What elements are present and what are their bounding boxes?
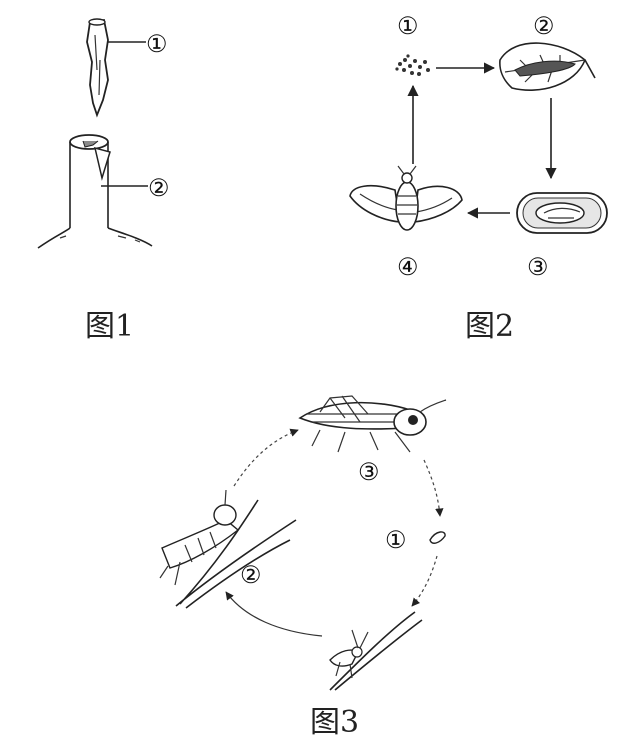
- arrow-nymph-to-older-nymph: [226, 592, 322, 636]
- egg-drawing: [430, 532, 445, 543]
- arrow-nymph-to-adult: [234, 430, 298, 486]
- fig3-label-3: ③: [358, 458, 380, 486]
- adult-moth-drawing: [350, 166, 462, 230]
- older-nymph-drawing: [160, 490, 296, 608]
- fig1-label-2: ②: [148, 174, 170, 202]
- fig3-label-2: ②: [240, 561, 262, 589]
- fig2-label-4: ④: [397, 253, 419, 281]
- fig2-label-3: ③: [527, 253, 549, 281]
- figure-3-grasshopper-life-cycle: ③ ① ②: [160, 396, 446, 740]
- adult-grasshopper-drawing: [300, 396, 446, 452]
- larva-on-leaf-drawing: [500, 43, 595, 90]
- arrow-adult-to-egg: [424, 460, 440, 516]
- fig1-caption: 图1: [85, 309, 134, 344]
- fig3-label-1: ①: [385, 526, 407, 554]
- arrow-egg-to-nymph: [412, 556, 437, 606]
- fig2-caption: 图2: [465, 309, 514, 344]
- young-nymph-drawing: [330, 612, 422, 690]
- fig3-caption: 图3: [310, 705, 359, 740]
- fig2-label-2: ②: [533, 12, 555, 40]
- fig2-label-1: ①: [397, 12, 419, 40]
- scion-drawing: [87, 19, 108, 115]
- fig1-label-1: ①: [146, 30, 168, 58]
- figure-1-grafting: ① ② 图1: [38, 19, 170, 344]
- figure-2-moth-life-cycle: ① ② ③ ④: [350, 12, 607, 344]
- pupa-cocoon-drawing: [517, 193, 607, 233]
- eggs-drawing: [395, 54, 430, 76]
- stock-drawing: [38, 135, 152, 248]
